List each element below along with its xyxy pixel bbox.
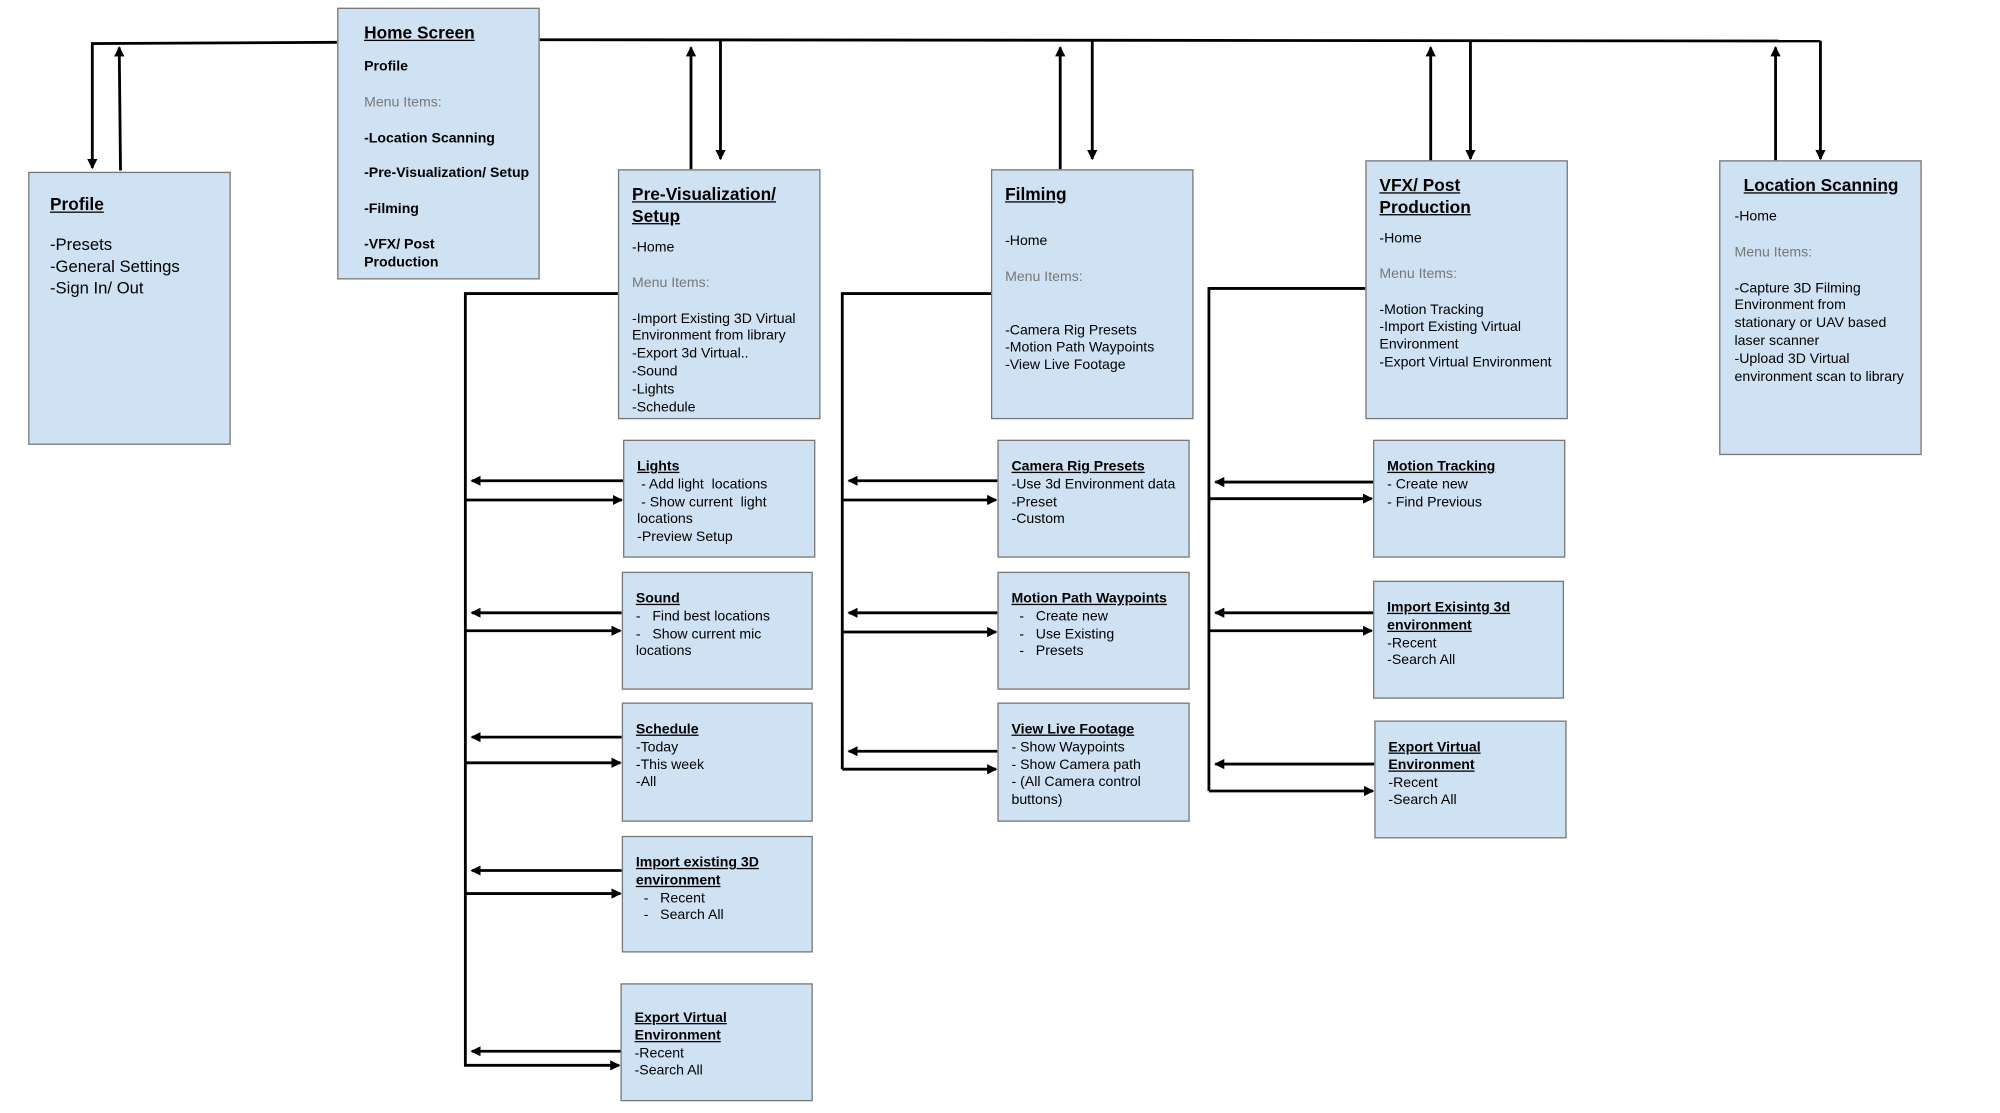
submenu-item: - Show current mic locations [635, 626, 766, 660]
home-profile: Profile [364, 58, 408, 75]
submenu-title: Motion Path Waypoints [1011, 591, 1167, 607]
submenu-box: Export Virtual Environment-Recent -Search… [620, 983, 813, 1102]
filming-title: Filming [1005, 184, 1067, 204]
submenu-item: -All [635, 774, 657, 791]
submenu-item: -Use 3d Environment data [1011, 476, 1176, 493]
filming-menu-item: -Motion Path Waypoints [1005, 340, 1155, 356]
previs-menu-item: -Export 3d Virtual.. [632, 346, 749, 362]
submenu-item: -Recent [634, 1045, 684, 1061]
vfx-menu-label: Menu Items: [1379, 266, 1458, 282]
submenu-item: - (All Camera control buttons) [1011, 774, 1145, 808]
filming-menu-item: -Camera Rig Presets [1005, 322, 1137, 338]
submenu-box: Import existing 3D environment - Recent … [621, 835, 813, 953]
filming-menu-item: -View Live Footage [1005, 357, 1126, 374]
submenu-item: -Recent [1387, 635, 1437, 651]
previs-menu-item: -Import Existing 3D Virtual Environment … [632, 311, 796, 345]
submenu-item: -Search All [1388, 792, 1457, 809]
submenu-item: - Show current light locations [637, 494, 771, 528]
submenu-box: Lights - Add light locations - Show curr… [623, 439, 816, 558]
profile-title: Profile [49, 194, 104, 215]
home-menu-label: Menu Items: [364, 94, 442, 110]
previs-menu-item: -Schedule [632, 399, 696, 415]
home-item: -VFX/ Post Production [364, 237, 439, 271]
locscan-menu-item: -Capture 3D Filming Environment from sta… [1734, 280, 1887, 349]
locscan-menu-label: Menu Items: [1734, 244, 1813, 260]
submenu-title: Schedule [635, 721, 699, 738]
submenu-item: -Today [635, 739, 679, 755]
submenu-box: Export Virtual Environment -Recent-Search… [1374, 720, 1567, 839]
arrow [114, 46, 125, 171]
submenu-item: - Create new [1011, 608, 1108, 625]
locscan-home: -Home [1734, 208, 1777, 225]
submenu-item: - Find best locations [635, 608, 770, 625]
vfx-menu-item: -Motion Tracking [1379, 302, 1484, 318]
home-item: -Filming [364, 201, 419, 217]
submenu-box: Motion Tracking- Create new- Find Previo… [1373, 439, 1566, 558]
submenu-box: Motion Path Waypoints - Create new - Use… [997, 571, 1190, 690]
previs-title: Pre-Visualization/ Setup [632, 184, 776, 226]
profile-box: Profile -Presets -General Settings -Sign… [28, 171, 231, 445]
vfx-home: -Home [1379, 230, 1422, 247]
submenu-title: View Live Footage [1011, 721, 1135, 738]
previs-menu-item: -Lights [632, 381, 675, 398]
vfx-menu-item: -Import Existing Virtual Environment [1379, 319, 1522, 353]
submenu-item: -Preset [1011, 494, 1057, 510]
submenu-item: - Add light locations [637, 476, 768, 493]
submenu-item: -Search All [634, 1063, 703, 1079]
home-item: -Pre-Visualization/ Setup [364, 165, 530, 182]
home-screen-box: Home Screen Profile Menu Items: -Locatio… [337, 7, 540, 280]
submenu-title: Export Virtual Environment [634, 1010, 727, 1044]
submenu-item: - Show Waypoints [1011, 739, 1125, 755]
submenu-title: Motion Tracking [1387, 458, 1496, 475]
submenu-title: Export Virtual Environment [1388, 739, 1481, 773]
submenu-item: -Recent [1388, 775, 1438, 791]
home-title: Home Screen [364, 23, 475, 43]
submenu-title: Import existing 3D environment [635, 855, 759, 889]
submenu-box: Camera Rig Presets-Use 3d Environment da… [997, 439, 1190, 558]
profile-item: -Sign In/ Out [49, 278, 144, 298]
submenu-item: - Search All [635, 908, 724, 924]
home-item: -Location Scanning [364, 130, 495, 146]
profile-item: -Presets [49, 234, 113, 254]
profile-item: -General Settings [49, 256, 180, 276]
submenu-box: Sound- Find best locations- Show current… [621, 571, 813, 690]
submenu-title: Camera Rig Presets [1011, 458, 1145, 475]
submenu-item: - Find Previous [1387, 494, 1482, 510]
submenu-title: Import Exisintg 3d environment [1387, 599, 1511, 634]
submenu-title: Lights [637, 458, 680, 475]
vfx-menu-item: -Export Virtual Environment [1379, 355, 1552, 371]
submenu-box: Schedule-Today -This week-All [621, 702, 813, 822]
submenu-box: Import Exisintg 3d environment-Recent -Se… [1373, 580, 1565, 699]
locscan-menu-item: -Upload 3D Virtual environment scan to l… [1734, 350, 1904, 385]
previs-home: -Home [632, 239, 675, 256]
filming-menu-label: Menu Items: [1005, 268, 1083, 285]
submenu-box: View Live Footage- Show Waypoints - Show … [997, 702, 1190, 822]
connector-line [538, 38, 1821, 43]
submenu-item: - Show Camera path [1011, 757, 1141, 773]
submenu-item: - Use Existing [1011, 626, 1115, 642]
filming-home: -Home [1005, 233, 1048, 249]
submenu-item: - Create new [1387, 476, 1468, 493]
submenu-item: - Presets [1011, 644, 1084, 660]
previs-menu-label: Menu Items: [632, 275, 710, 291]
submenu-item: - Recent [635, 890, 705, 906]
connector-line [91, 40, 338, 45]
previs-menu-item: -Sound [632, 364, 678, 380]
locscan-title: Location Scanning [1743, 175, 1899, 195]
submenu-item: -This week [635, 757, 705, 773]
submenu-title: Sound [635, 591, 680, 607]
submenu-item: -Preview Setup [637, 529, 733, 546]
submenu-item: -Custom [1011, 512, 1065, 528]
vfx-title: VFX/ Post Production [1379, 175, 1471, 217]
submenu-item: -Search All [1387, 653, 1456, 669]
